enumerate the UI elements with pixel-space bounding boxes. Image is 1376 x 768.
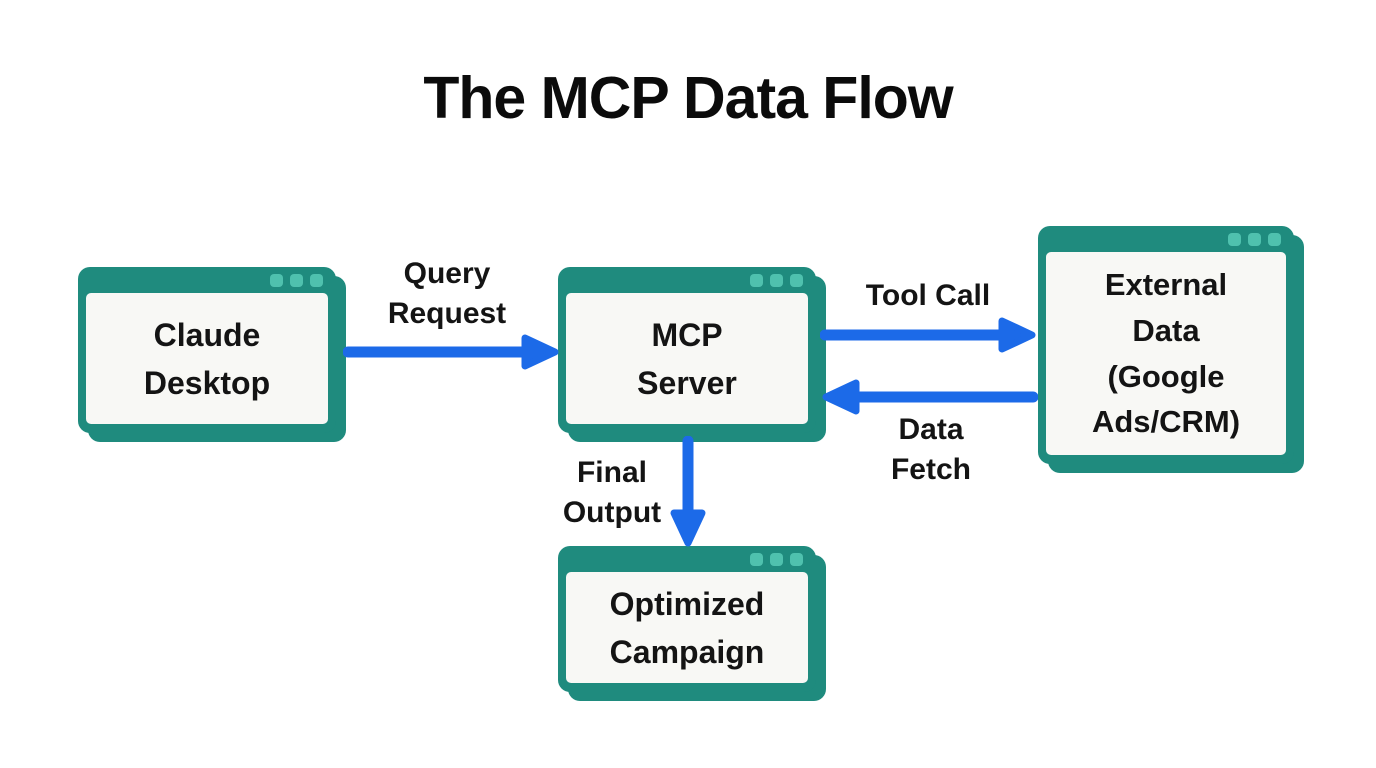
node-label: External Data (Google Ads/CRM) [1046,252,1286,455]
window-frame: MCP Server [558,267,816,433]
query-request-arrow [342,333,561,371]
window-control-dot-icon [270,273,283,287]
tool-call-arrow [819,316,1038,354]
edge-label-tool-call: Tool Call [865,279,991,312]
arrow-left-icon [822,379,1039,415]
node-optimized-campaign: Optimized Campaign [558,546,826,701]
window-control-dot-icon [750,273,763,287]
window-control-dot-icon [770,273,783,287]
data-fetch-arrow [820,378,1039,416]
window-titlebar [78,267,336,293]
edge-label-data-fetch: Data Fetch [890,413,971,486]
node-label: Optimized Campaign [566,572,808,683]
window-control-dot-icon [1228,232,1241,246]
window-titlebar [558,546,816,572]
window-frame: Claude Desktop [78,267,336,433]
edge-label-final-output: Final Output [562,456,662,529]
node-external-data: External Data (Google Ads/CRM) [1038,226,1304,473]
window-titlebar [1038,226,1294,252]
arrow-down-icon [670,435,706,547]
window-control-dot-icon [790,552,803,566]
node-label: Claude Desktop [86,293,328,424]
window-frame: Optimized Campaign [558,546,816,692]
diagram-title: The MCP Data Flow [423,65,953,131]
node-label: MCP Server [566,293,808,424]
node-mcp-server: MCP Server [558,267,826,442]
window-control-dot-icon [1268,232,1281,246]
window-control-dot-icon [750,552,763,566]
edge-label-query-request: Query Request [387,257,507,330]
arrow-right-icon [342,334,559,370]
node-claude-desktop: Claude Desktop [78,267,346,442]
window-titlebar [558,267,816,293]
window-control-dot-icon [310,273,323,287]
window-control-dot-icon [790,273,803,287]
window-control-dot-icon [1248,232,1261,246]
window-frame: External Data (Google Ads/CRM) [1038,226,1294,464]
window-control-dot-icon [770,552,783,566]
final-output-arrow [669,435,707,548]
window-control-dot-icon [290,273,303,287]
arrow-right-icon [819,317,1036,353]
